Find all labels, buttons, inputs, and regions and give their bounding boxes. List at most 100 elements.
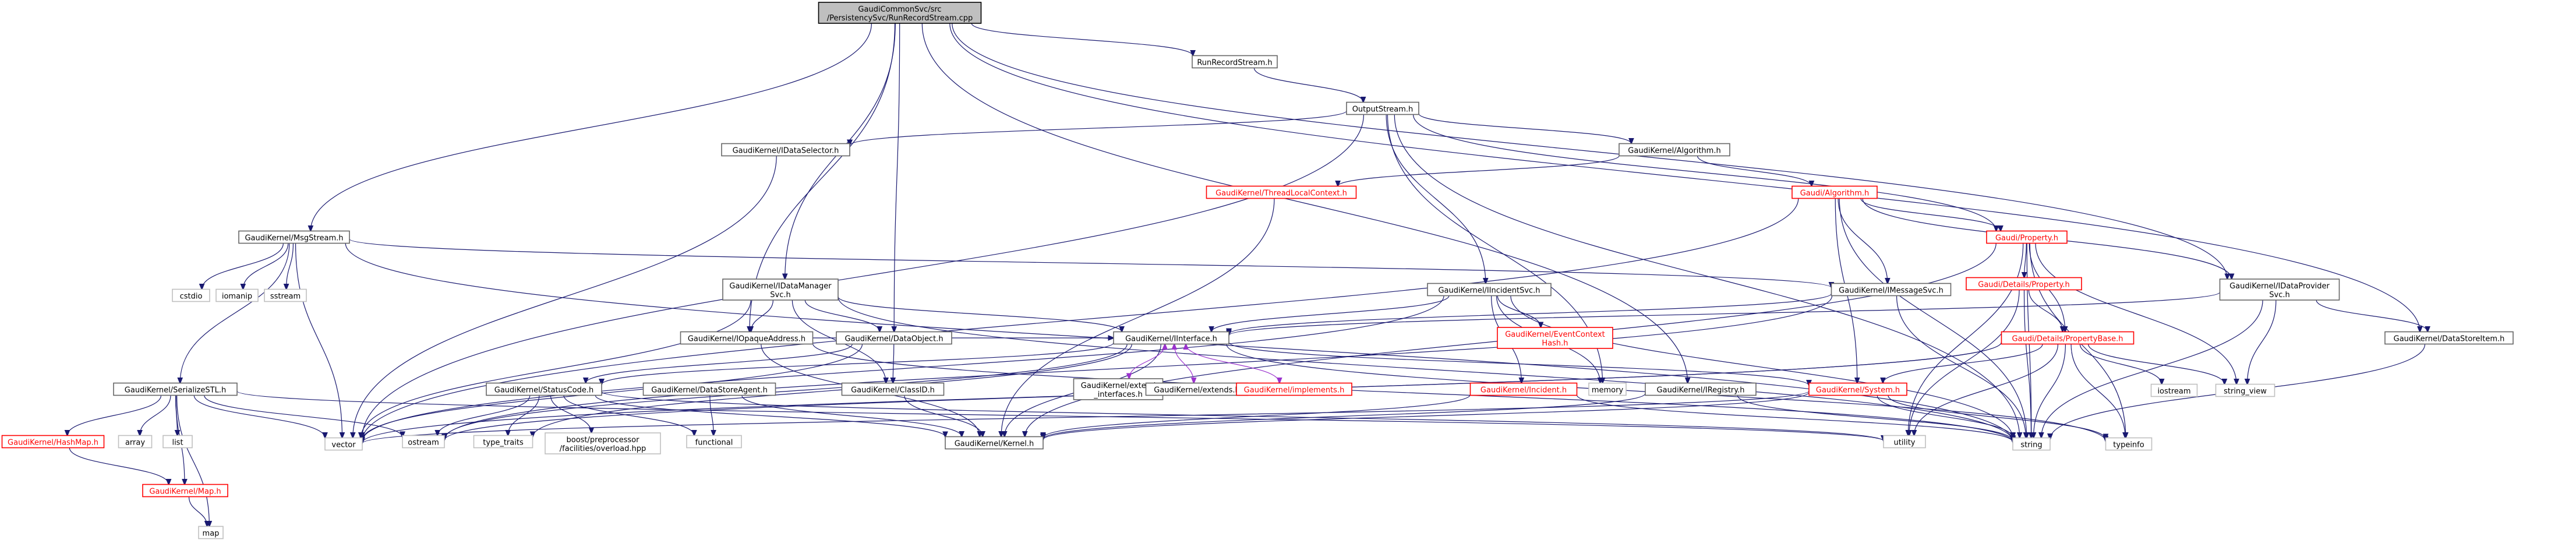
edge-idms-to-vector (361, 299, 751, 438)
node-box (545, 432, 661, 454)
node-propbase[interactable]: Gaudi/Details/PropertyBase.h (2001, 331, 2135, 345)
edge-statuscode-to-utility (601, 391, 1884, 441)
node-gprop[interactable]: Gaudi/Property.h (1986, 230, 2068, 244)
edge-implements-to-iinterface (1186, 344, 1280, 383)
node-label: GaudiKernel/IDataManager (729, 282, 832, 291)
edge-root-to-iopaque (750, 23, 896, 332)
edge-idms-to-dataobj (804, 299, 879, 332)
edge-outstream-to-vector (362, 114, 1365, 438)
node-label: GaudiKernel/ClassID.h (851, 386, 935, 395)
node-dsagent[interactable]: GaudiKernel/DataStoreAgent.h (642, 382, 776, 396)
edge-outstream-to-iincsvc (1386, 114, 1486, 284)
node-iopaque[interactable]: GaudiKernel/IOpaqueAddress.h (680, 331, 814, 345)
node-box (2219, 278, 2340, 301)
node-label: Gaudi/Property.h (1995, 234, 2058, 243)
node-dataobj[interactable]: GaudiKernel/DataObject.h (836, 331, 952, 345)
edge-statuscode-to-functional (563, 395, 694, 436)
node-box (1, 435, 105, 449)
edge-dataobj-to-statuscode (586, 344, 853, 383)
node-hashmap[interactable]: GaudiKernel/HashMap.h (1, 435, 105, 449)
edge-statuscode-to-kernel (595, 395, 945, 438)
edge-msgstream-to-serstl (180, 243, 290, 383)
node-msgstream[interactable]: GaudiKernel/MsgStream.h (238, 230, 350, 244)
node-box (142, 484, 228, 498)
node-label: Hash.h (1542, 339, 1568, 348)
node-box (1808, 382, 1907, 396)
node-box (1588, 382, 1627, 396)
node-box (1791, 185, 1878, 199)
node-box (680, 331, 814, 345)
node-box (1645, 382, 1757, 396)
edge-extendif-to-iinterface (1129, 344, 1165, 379)
node-label: boost/preprocessor (567, 436, 640, 445)
edge-idps-to-stringview (2248, 299, 2277, 385)
node-serstl[interactable]: GaudiKernel/SerializeSTL.h (113, 382, 238, 396)
node-box (264, 288, 307, 302)
node-datastoreitem[interactable]: GaudiKernel/DataStoreItem.h (2384, 331, 2514, 345)
node-boostpp: boost/preprocessor/facilities/overload.h… (545, 432, 661, 454)
node-box (721, 143, 850, 157)
node-extends[interactable]: GaudiKernel/extends.h (1145, 382, 1249, 396)
node-label: GaudiKernel/Algorithm.h (1628, 147, 1720, 156)
node-iregistry[interactable]: GaudiKernel/IRegistry.h (1645, 382, 1757, 396)
edge-idps-to-iinterface (1229, 291, 2221, 335)
edge-gprop-to-stringview (2035, 243, 2236, 385)
node-label: GaudiKernel/Kernel.h (955, 440, 1034, 449)
edge-gsystem-to-vector (362, 390, 1810, 443)
node-label: functional (695, 439, 733, 447)
edge-incident-to-kernel (1043, 394, 1471, 438)
node-label: GaudiKernel/IRegistry.h (1657, 386, 1745, 395)
node-galgorithm[interactable]: GaudiKernel/Algorithm.h (1619, 143, 1730, 157)
node-cstdio: cstdio (172, 288, 210, 302)
edge-root-to-idps (952, 23, 2227, 279)
node-outstream[interactable]: OutputStream.h (1346, 101, 1419, 115)
node-label: GaudiKernel/IDataSelector.h (733, 147, 839, 156)
node-gmap[interactable]: GaudiKernel/Map.h (142, 484, 228, 498)
node-label: GaudiKernel/IOpaqueAddress.h (688, 335, 805, 344)
node-label: RunRecordStream.h (1197, 59, 1272, 68)
edge-propbase-to-string (2034, 344, 2066, 438)
node-label: string (2020, 441, 2042, 450)
node-label: type_traits (483, 439, 524, 447)
node-imsgsvc[interactable]: GaudiKernel/IMessageSvc.h (1831, 283, 1952, 297)
node-root[interactable]: GaudiCommonSvc/src/PersistencySvc/RunRec… (818, 2, 982, 24)
node-ostream: ostream (402, 435, 445, 449)
edge-imsgsvc-to-string (1896, 295, 2026, 438)
node-iincsvc[interactable]: GaudiKernel/IIncidentSvc.h (1427, 283, 1552, 297)
node-runrec[interactable]: RunRecordStream.h (1192, 55, 1278, 69)
edge-propbase-to-typeinfo (2070, 344, 2125, 438)
node-box (1192, 55, 1278, 69)
node-box (162, 435, 193, 449)
edge-statuscode-to-ostream (437, 395, 531, 436)
edge-gsystem-to-typeinfo (1888, 395, 2106, 440)
node-tlc[interactable]: GaudiKernel/ThreadLocalContext.h (1206, 185, 1357, 199)
node-implements[interactable]: GaudiKernel/implements.h (1236, 382, 1352, 396)
node-iinterface[interactable]: GaudiKernel/IInterface.h (1113, 331, 1229, 345)
node-label: Svc.h (770, 291, 790, 299)
node-gsystem[interactable]: GaudiKernel/System.h (1808, 382, 1907, 396)
node-incident[interactable]: GaudiKernel/Incident.h (1469, 382, 1578, 396)
edge-root-to-iregistry (921, 23, 1687, 383)
node-box (1831, 283, 1952, 297)
node-idatasel[interactable]: GaudiKernel/IDataSelector.h (721, 143, 850, 157)
edge-outstream-to-string (1394, 114, 2019, 438)
node-classid[interactable]: GaudiKernel/ClassID.h (841, 382, 945, 396)
node-box (722, 278, 839, 301)
node-label: GaudiKernel/Incident.h (1480, 386, 1567, 395)
node-gaudialg[interactable]: Gaudi/Algorithm.h (1791, 185, 1878, 199)
node-kernel[interactable]: GaudiKernel/Kernel.h (945, 436, 1044, 450)
node-box (1427, 283, 1552, 297)
edge-root-to-msgstream (310, 23, 872, 231)
node-detprop[interactable]: Gaudi/Details/Property.h (1966, 277, 2082, 291)
edge-galgorithm-to-tlc (1338, 155, 1620, 186)
node-box (1986, 230, 2068, 244)
node-box (1966, 277, 2082, 291)
edge-msgstream-to-iomanip (243, 243, 289, 290)
node-box (2105, 437, 2153, 451)
node-statuscode[interactable]: GaudiKernel/StatusCode.h (486, 382, 602, 396)
edge-idms-to-iopaque (751, 299, 774, 332)
edge-statuscode-to-boostpp (550, 395, 591, 433)
